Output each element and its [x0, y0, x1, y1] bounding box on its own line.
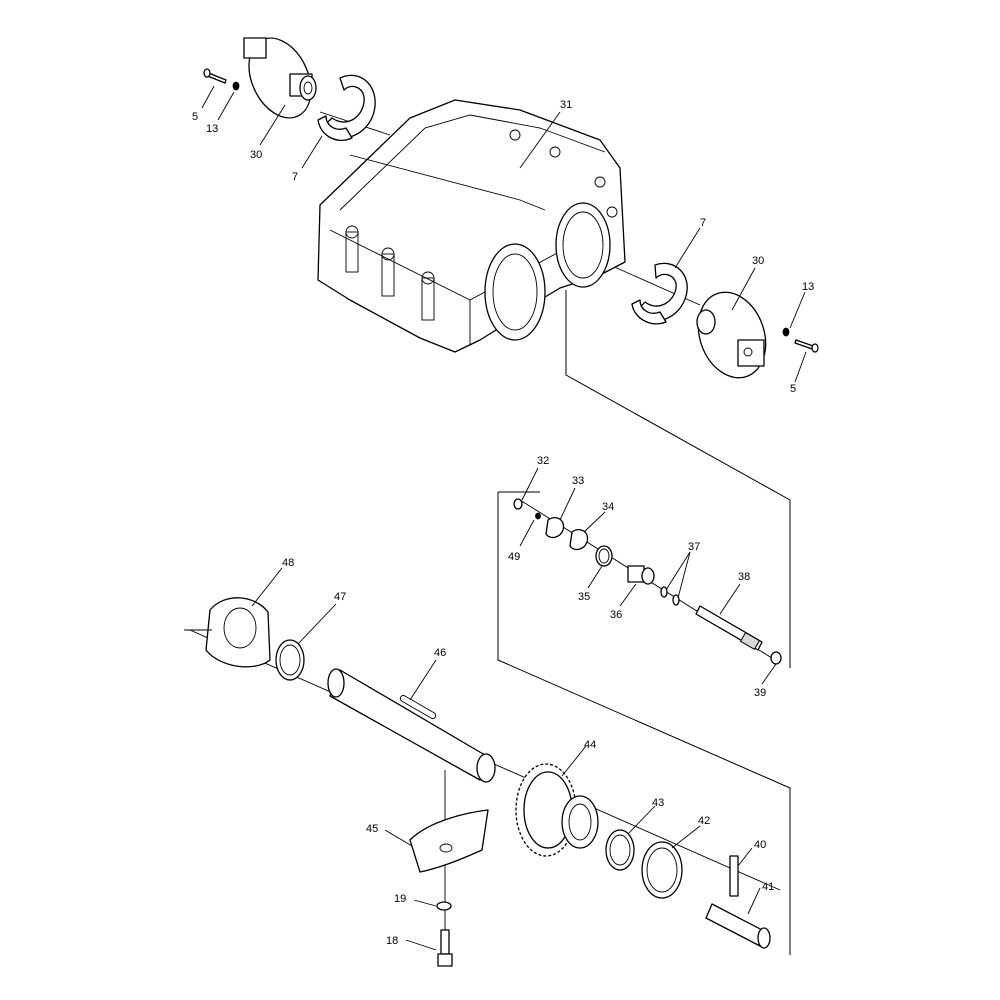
shaft-part-46	[327, 668, 496, 783]
plate-part-48	[184, 597, 271, 668]
saddle-part-45	[409, 809, 489, 873]
callout-44: 44	[584, 739, 596, 751]
ring-part-47	[275, 639, 305, 681]
callout-30-right: 30	[752, 255, 764, 267]
pin-part-40	[729, 855, 739, 897]
callout-31: 31	[560, 99, 572, 111]
bolt-part-18	[437, 929, 453, 967]
callout-46: 46	[434, 647, 446, 659]
small-parts-32-39	[513, 498, 782, 665]
callout-45: 45	[366, 823, 378, 835]
callout-5-left: 5	[192, 111, 198, 123]
callout-37: 37	[688, 541, 700, 553]
callout-34: 34	[602, 501, 614, 513]
callout-38: 38	[738, 571, 750, 583]
washer-part-19	[436, 901, 452, 911]
sleeve-part-41	[705, 903, 771, 949]
callout-7-left: 7	[292, 171, 298, 183]
callout-49: 49	[508, 551, 520, 563]
bearing-part-7-left	[317, 74, 376, 141]
callout-labels: 5 13 30 7 31 7 30 13 5 32 33 34 49 35 36…	[192, 99, 814, 947]
housing-part-31	[317, 99, 626, 353]
callout-32: 32	[537, 455, 549, 467]
washer-part-13-right	[782, 327, 790, 337]
callout-33: 33	[572, 475, 584, 487]
gear-part-44	[515, 763, 599, 857]
washer-part-42	[641, 841, 683, 899]
callout-36: 36	[610, 609, 622, 621]
callout-35: 35	[578, 591, 590, 603]
callout-13-left: 13	[206, 123, 218, 135]
endcap-part-30-right	[696, 291, 767, 379]
callout-43: 43	[652, 797, 664, 809]
callout-13-right: 13	[802, 281, 814, 293]
endcap-part-30-left	[243, 37, 317, 119]
callout-48: 48	[282, 557, 294, 569]
callout-47: 47	[334, 591, 346, 603]
screw-part-5-left	[203, 68, 227, 84]
ring-part-43	[605, 829, 635, 871]
callout-39: 39	[754, 687, 766, 699]
callout-42: 42	[698, 815, 710, 827]
screw-part-5-right	[794, 339, 819, 353]
callout-5-right: 5	[790, 383, 796, 395]
callout-18: 18	[386, 935, 398, 947]
callout-19: 19	[394, 893, 406, 905]
callout-30-left: 30	[250, 149, 262, 161]
bearing-part-7-right	[631, 262, 688, 325]
callout-41: 41	[762, 881, 774, 893]
washer-part-13-left	[232, 81, 240, 91]
callout-40: 40	[754, 839, 766, 851]
callout-leaders	[201, 85, 807, 951]
callout-7-right: 7	[700, 217, 706, 229]
